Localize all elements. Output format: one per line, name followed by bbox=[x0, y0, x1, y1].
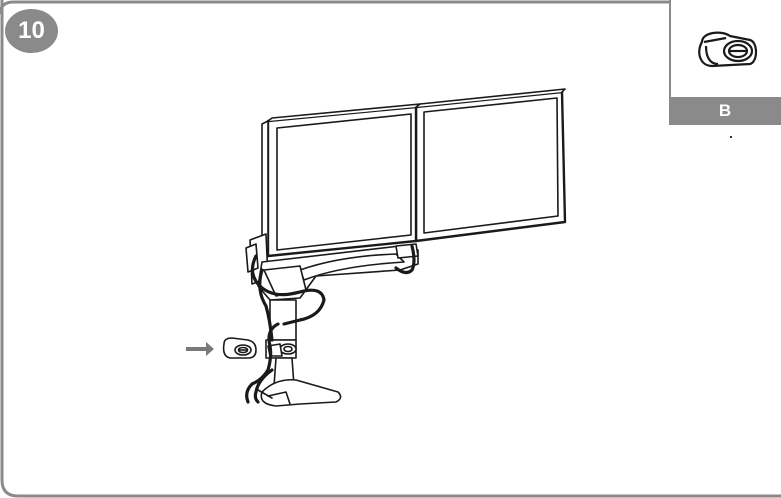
right-monitor bbox=[414, 88, 567, 243]
base bbox=[257, 378, 342, 407]
monitor-arm bbox=[245, 233, 419, 301]
left-monitor bbox=[261, 103, 421, 261]
step-number-badge: 10 bbox=[5, 9, 58, 53]
dual-monitor-arm-illustration bbox=[186, 88, 567, 407]
part-label: B bbox=[669, 97, 781, 125]
part-dot bbox=[730, 136, 732, 138]
arrow-right-icon bbox=[186, 342, 214, 356]
cable-clip-icon bbox=[698, 31, 758, 68]
loose-cable-clip bbox=[222, 337, 257, 359]
